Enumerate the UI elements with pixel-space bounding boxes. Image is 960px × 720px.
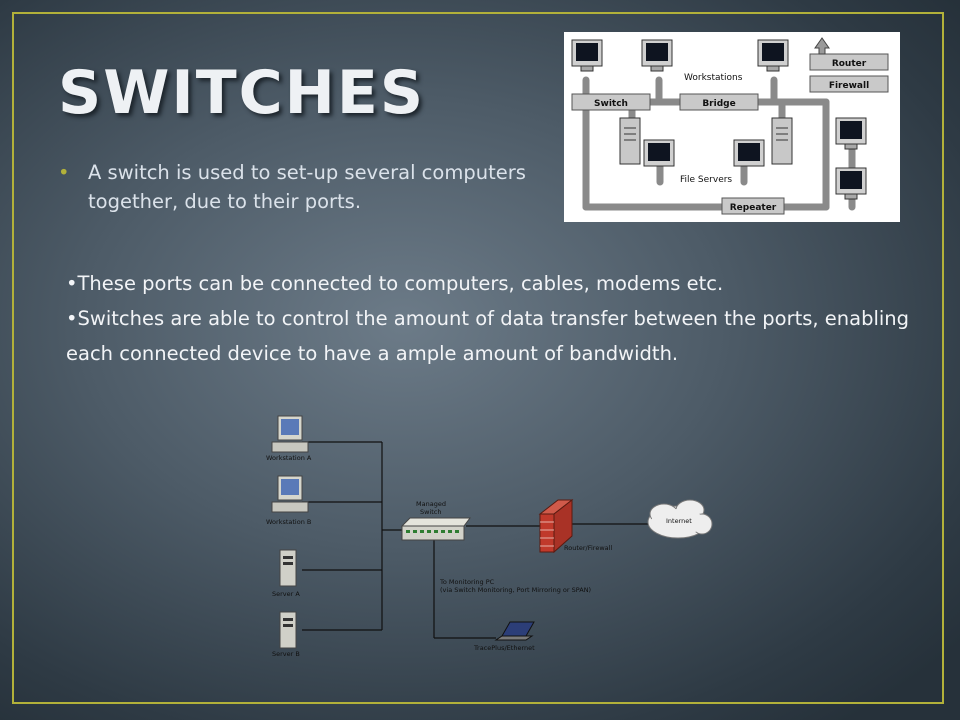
traceplus-label: TracePlus/Ethernet: [473, 644, 535, 652]
arrow-up-icon: [814, 37, 830, 55]
slide-title: SWITCHES: [58, 58, 426, 128]
router-firewall-label: Router/Firewall: [564, 544, 612, 552]
monitor-icon: [643, 139, 675, 167]
network-diagram-bottom-svg: Workstation A Workstation B Server A Ser…: [266, 415, 713, 658]
bullet-dot-icon: •: [58, 161, 70, 184]
internet-cloud-icon: [647, 499, 713, 539]
file-servers-label: File Servers: [680, 175, 732, 185]
bullet-ports: •These ports can be connected to compute…: [66, 272, 724, 295]
monitoring-label-line2: (via Switch Monitoring, Port Mirroring o…: [440, 586, 591, 594]
bullet-ports-text: These ports can be connected to computer…: [77, 272, 724, 295]
server-a-label: Server A: [272, 590, 300, 598]
server-tower-icon: [619, 117, 641, 165]
workstation-a-icon: [271, 415, 309, 453]
bullet-intro-text: A switch is used to set-up several compu…: [88, 161, 526, 213]
server-towers: [619, 117, 793, 165]
workstation-b-icon: [271, 475, 309, 513]
network-diagram-bottom: Workstation A Workstation B Server A Ser…: [258, 408, 730, 658]
switch-label: Switch: [594, 99, 628, 109]
monitor-icon: [757, 39, 789, 72]
firewall-box: [809, 75, 889, 93]
internet-label: Internet: [666, 517, 692, 525]
network-diagram-top-svg: Switch Bridge Router Firewall Repeater W…: [571, 37, 889, 215]
managed-switch-label-line2: Switch: [420, 508, 442, 516]
router-label: Router: [832, 59, 867, 69]
firewall-brick-icon: [538, 498, 574, 554]
bridge-box: [679, 93, 759, 111]
monitor-icon: [641, 39, 673, 72]
laptop-icon: [494, 621, 535, 641]
network-diagram-top: Switch Bridge Router Firewall Repeater W…: [564, 32, 900, 222]
router-box: [809, 53, 889, 71]
bullet-list: •These ports can be connected to compute…: [66, 266, 936, 371]
bullet-control-text: Switches are able to control the amount …: [66, 307, 910, 365]
monitor-icon: [835, 117, 867, 150]
repeater-label: Repeater: [730, 203, 777, 213]
monitoring-label-line1: To Monitoring PC: [439, 578, 495, 586]
workstations-label: Workstations: [684, 73, 743, 83]
server-a-icon: [279, 549, 297, 587]
monitor-icon: [733, 139, 765, 167]
server-b-label: Server B: [272, 650, 300, 658]
firewall-label: Firewall: [829, 81, 869, 91]
server-tower-icon: [771, 117, 793, 165]
workstation-b-label: Workstation B: [266, 518, 311, 526]
bridge-label: Bridge: [702, 99, 735, 109]
workstation-monitors: [571, 39, 867, 200]
server-b-icon: [279, 611, 297, 649]
managed-switch-icon: [400, 517, 471, 541]
monitor-icon: [571, 39, 603, 72]
managed-switch-label-line1: Managed: [416, 500, 446, 508]
switch-box: [571, 93, 651, 111]
repeater-box: [721, 197, 785, 215]
workstation-a-label: Workstation A: [266, 454, 312, 462]
bullet-control: •Switches are able to control the amount…: [66, 307, 910, 365]
monitor-icon: [835, 167, 867, 200]
bullet-intro: • A switch is used to set-up several com…: [58, 158, 528, 216]
